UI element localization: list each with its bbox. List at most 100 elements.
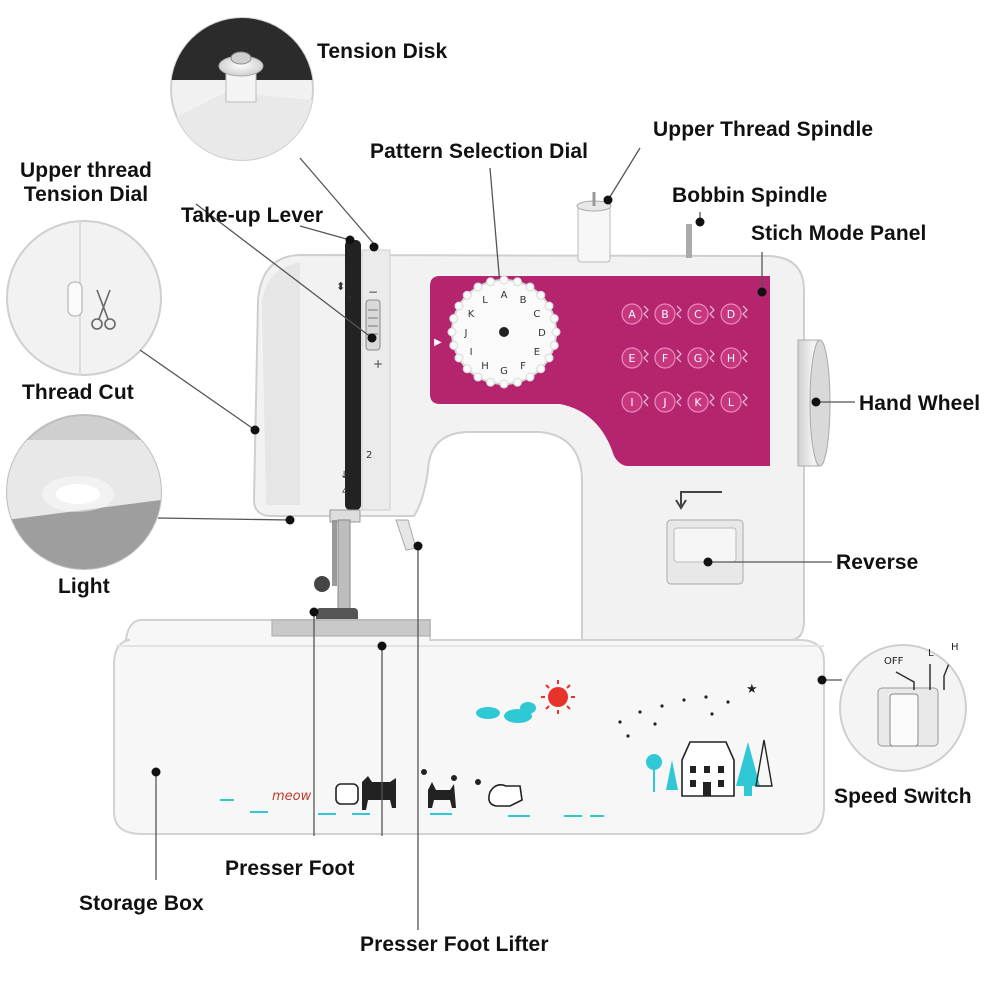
dial-knurl <box>462 364 472 374</box>
label-upper-thread-tension-line2: Tension Dial <box>23 183 149 207</box>
base-decorations: ★ meow <box>220 680 773 817</box>
stitch-button-label: H <box>727 352 735 365</box>
machine-body: − + ⬍ 3 2 ↓ 4 ▶ <box>112 192 831 835</box>
stitch-button-b[interactable] <box>654 303 676 325</box>
label-reverse: Reverse <box>836 551 919 574</box>
stitch-button-d[interactable] <box>720 303 742 325</box>
dial-knurl <box>486 377 496 387</box>
label-stitch-mode-panel: Stich Mode Panel <box>751 222 927 245</box>
dial-letter-k: K <box>468 309 475 320</box>
stitch-button-i[interactable] <box>621 391 643 413</box>
dial-knurl <box>454 353 464 363</box>
label-pattern-selection-dial: Pattern Selection Dial <box>370 140 589 163</box>
dial-letter-g: G <box>500 366 508 377</box>
label-thread-cut: Thread Cut <box>22 381 134 404</box>
speed-mark-l: L <box>928 648 934 659</box>
stitch-button-g[interactable] <box>687 347 709 369</box>
dial-knurl <box>512 277 522 287</box>
speed-mark-h: H <box>951 642 959 653</box>
dial-knurl <box>447 327 457 337</box>
svg-text:↓: ↓ <box>340 470 348 481</box>
dial-knurl <box>544 301 554 311</box>
dial-letter-e: E <box>534 347 540 358</box>
label-speed-switch: Speed Switch <box>834 785 972 808</box>
stitch-button-label: A <box>628 308 636 321</box>
dial-knurl <box>512 377 522 387</box>
inset-tension-disk <box>170 17 314 161</box>
stitch-symbol <box>676 393 682 407</box>
stitch-symbol <box>643 305 649 319</box>
stitch-button-f[interactable] <box>654 347 676 369</box>
dial-knurl <box>499 275 509 285</box>
stitch-symbol <box>742 349 748 363</box>
dial-knurl <box>549 314 559 324</box>
dial-knurl <box>449 340 459 350</box>
needle-plate <box>271 619 431 637</box>
dial-knurl <box>486 277 496 287</box>
label-upper-thread-tension-dial: Upper thread Tension Dial <box>10 159 162 207</box>
stitch-symbol <box>709 305 715 319</box>
tree-icon <box>736 742 760 796</box>
upper-thread-spool <box>577 205 611 263</box>
dial-letter-a: A <box>501 290 508 301</box>
dial-knurl <box>499 379 509 389</box>
dial-knurl <box>462 290 472 300</box>
dial-letter-c: C <box>533 309 540 320</box>
dial-letter-h: H <box>481 361 489 372</box>
tension-dial-window <box>365 299 381 351</box>
stitch-button-l[interactable] <box>720 391 742 413</box>
stitch-symbol <box>676 305 682 319</box>
stitch-button-h[interactable] <box>720 347 742 369</box>
stitch-button-label: K <box>694 396 702 409</box>
head-strip <box>345 240 361 510</box>
stitch-symbol <box>709 349 715 363</box>
dial-knurl <box>536 290 546 300</box>
stitch-symbol <box>742 393 748 407</box>
stitch-button-label: J <box>662 396 666 409</box>
dial-letter-i: I <box>470 347 473 358</box>
stitch-button-label: B <box>661 308 669 321</box>
svg-text:4: 4 <box>342 487 348 497</box>
svg-text:3: 3 <box>346 295 352 305</box>
label-storage-box: Storage Box <box>79 892 204 915</box>
dial-letter-j: J <box>464 328 468 339</box>
stitch-button-label: I <box>630 396 633 409</box>
stitch-symbol <box>742 305 748 319</box>
sun-icon <box>548 687 568 707</box>
speed-switch-marks: OFF L H <box>884 642 959 667</box>
label-presser-foot-lifter: Presser Foot Lifter <box>360 933 549 956</box>
stitch-button-label: G <box>694 352 703 365</box>
stitch-button-j[interactable] <box>654 391 676 413</box>
stitch-button-label: C <box>694 308 702 321</box>
stitch-button-e[interactable] <box>621 347 643 369</box>
svg-text:+: + <box>373 357 383 371</box>
dial-letter-d: D <box>538 328 546 339</box>
svg-text:⬍: ⬍ <box>336 280 345 293</box>
speed-mark-off: OFF <box>884 656 904 667</box>
svg-text:2: 2 <box>366 450 372 461</box>
stitch-symbol <box>676 349 682 363</box>
stitch-button-a[interactable] <box>621 303 643 325</box>
inset-speed-switch <box>839 644 967 772</box>
stitch-button-c[interactable] <box>687 303 709 325</box>
label-light: Light <box>58 575 110 598</box>
stitch-button-k[interactable] <box>687 391 709 413</box>
cat-icon <box>362 776 396 810</box>
dial-knurl <box>549 340 559 350</box>
cloud-icon <box>476 707 500 719</box>
dial-knurl <box>473 372 483 382</box>
svg-text:▶: ▶ <box>434 337 442 348</box>
label-take-up-lever: Take-up Lever <box>181 204 324 227</box>
dial-knurl <box>551 327 561 337</box>
dial-knurl <box>525 282 535 292</box>
dial-knurl <box>525 372 535 382</box>
dial-knurl <box>473 282 483 292</box>
inset-light <box>6 414 162 570</box>
leader-lines <box>139 147 855 930</box>
dial-knurl <box>544 353 554 363</box>
meow-text: meow <box>272 789 312 804</box>
stitch-button-label: E <box>629 352 636 365</box>
